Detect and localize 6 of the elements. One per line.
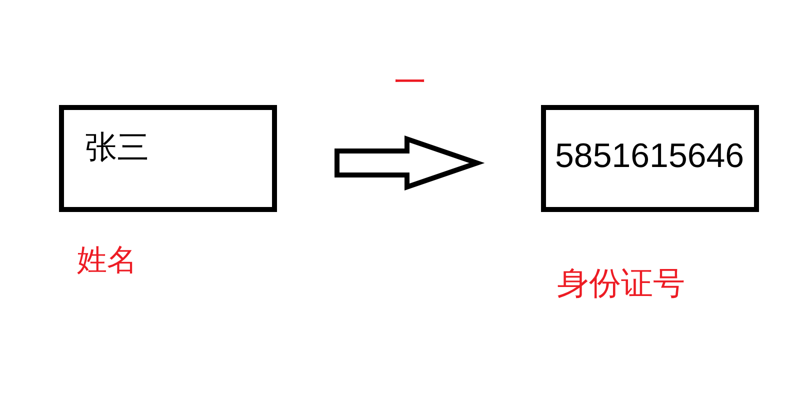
text-box: 张三 — [59, 105, 277, 212]
text-box: 5851615646 — [541, 105, 759, 212]
node-label: 身份证号 — [557, 267, 685, 299]
node-label: 姓名 — [77, 246, 137, 276]
edge-label: 一 — [393, 66, 427, 98]
block-arrow — [334, 136, 485, 190]
